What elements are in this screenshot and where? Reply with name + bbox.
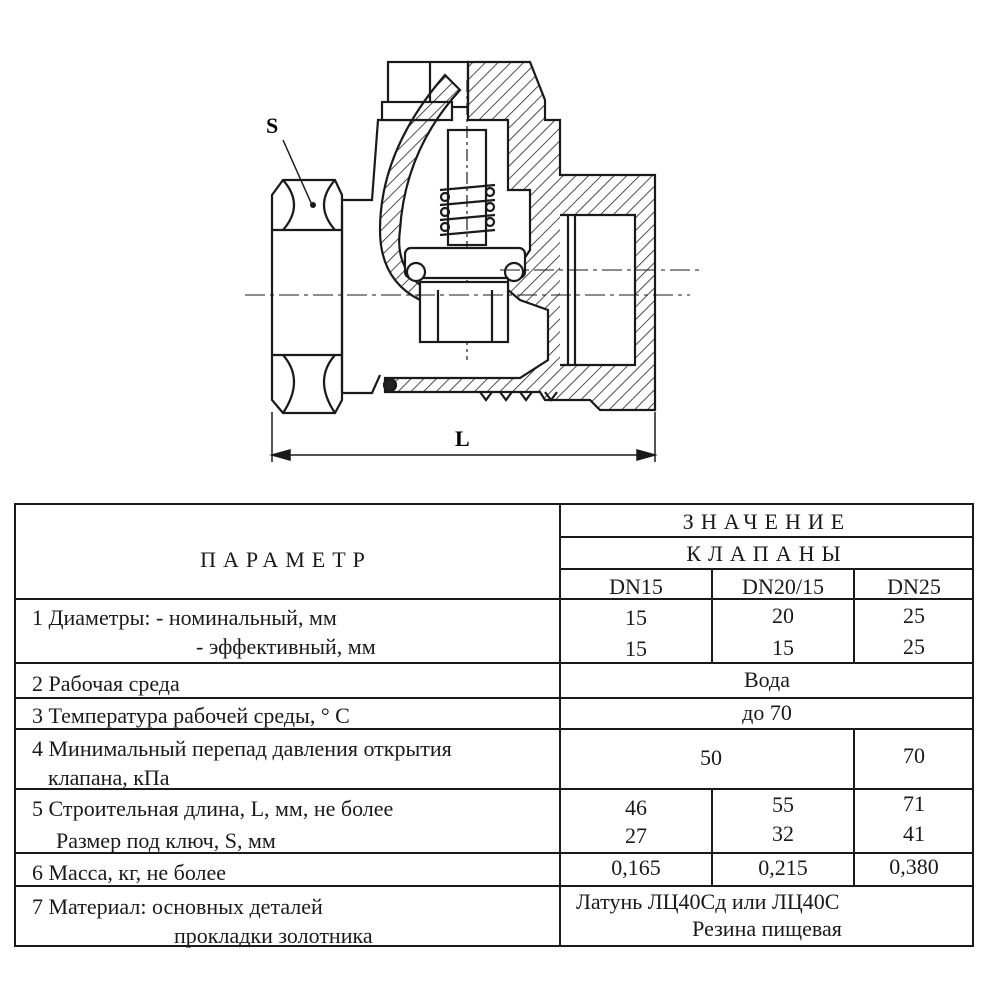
row-5-value-dn15-b: 27 [625,823,647,848]
row-1-label-line-1: 1 Диаметры: - номинальный, мм [32,605,337,630]
row-5-value-dn20-a: 55 [772,792,794,817]
row-1-value-dn15-a: 15 [625,605,647,630]
valve-body [245,60,700,415]
row-5-label-line-2: Размер под ключ, S, мм [56,828,276,853]
row-3-label: 3 Температура рабочей среды, ° С [32,703,350,728]
row-4-value-merged: 50 [700,745,722,770]
valve-cross-section-drawing: S L [245,60,700,462]
row-4-value-dn25: 70 [903,743,925,768]
row-1-value-dn20-a: 20 [772,603,794,628]
column-header-dn15: DN15 [609,574,663,599]
row-1-value-dn20-b: 15 [772,635,794,660]
header-parameter: ПАРАМЕТР [200,547,372,572]
row-7-value-main: Латунь ЛЦ40Сд или ЛЦ40С [576,889,840,914]
specification-table: ПАРАМЕТР ЗНАЧЕНИЕ КЛАПАНЫ DN15 DN20/15 D… [14,503,974,947]
label-l: L [455,426,470,451]
row-7-label-line-1: 7 Материал: основных деталей [32,894,323,919]
dimension-s: S [266,113,316,208]
column-header-dn25: DN25 [887,574,941,599]
row-6-value-dn20: 0,215 [758,855,808,880]
row-5-value-dn25-b: 41 [903,821,925,846]
row-3-value: до 70 [742,700,792,725]
row-6-value-dn15: 0,165 [611,855,661,880]
row-5-value-dn20-b: 32 [772,821,794,846]
row-7-label-line-2: прокладки золотника [174,923,373,948]
label-s: S [266,113,278,138]
row-1-value-dn25-b: 25 [903,634,925,659]
header-value: ЗНАЧЕНИЕ [682,509,852,534]
dimension-l [269,412,658,462]
row-6-value-dn25: 0,380 [889,854,939,879]
row-1-value-dn15-b: 15 [625,636,647,661]
row-4-label-line-1: 4 Минимальный перепад давления открытия [32,736,452,761]
row-2-value: Вода [744,667,790,692]
row-1-value-dn25-a: 25 [903,603,925,628]
row-4-label-line-2: клапана, кПа [48,765,170,790]
row-2-label: 2 Рабочая среда [32,671,180,696]
row-7-value-gasket: Резина пищевая [692,916,842,941]
row-5-label-line-1: 5 Строительная длина, L, мм, не более [32,796,394,821]
table-grid [14,503,974,947]
row-1-label-line-2: - эффективный, мм [196,634,376,659]
row-6-label: 6 Масса, кг, не более [32,860,227,885]
row-5-value-dn15-a: 46 [625,795,647,820]
row-5-value-dn25-a: 71 [903,791,925,816]
header-valves: КЛАПАНЫ [686,541,848,566]
column-header-dn20-15: DN20/15 [742,574,824,599]
